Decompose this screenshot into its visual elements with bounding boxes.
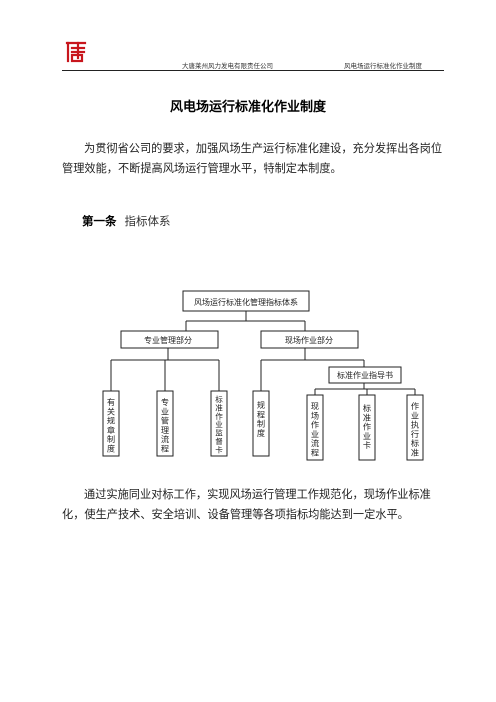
org-leaf-label: 标准作业监督卡 <box>215 394 223 454</box>
org-root-label: 风场运行标准化管理指标体系 <box>194 297 298 307</box>
article-number: 第一条 <box>82 214 117 228</box>
org-leaf-label: 规程制度 <box>257 400 265 438</box>
header-company: 大唐莱州风力发电有限责任公司 <box>182 62 273 70</box>
header-doc-name: 风电场运行标准化作业制度 <box>344 62 422 70</box>
org-sub-label: 标准作业指导书 <box>337 370 393 380</box>
header-divider <box>62 70 444 71</box>
conclusion-paragraph: 通过实施同业对标工作，实现风场运行管理工作规范化，现场作业标准化，使生产技术、安… <box>62 488 431 521</box>
org-leaf-label: 标准作业卡 <box>363 403 371 450</box>
intro-paragraph: 为贯彻省公司的要求，加强风场生产运行标准化建设，充分发挥出各岗位管理效能，不断提… <box>62 142 443 175</box>
org-leaf-label: 现场作业流程 <box>311 401 319 458</box>
document-title: 风电场运行标准化作业制度 <box>169 100 326 115</box>
datang-logo-icon <box>65 41 87 63</box>
article-heading: 第一条指标体系 <box>82 213 171 229</box>
org-branch-label: 现场作业部分 <box>285 335 333 345</box>
org-branch-label: 专业管理部分 <box>144 335 192 345</box>
org-leaf-label: 专业管理流程 <box>161 397 169 454</box>
org-leaf-label: 作业执行标准 <box>411 401 419 458</box>
org-leaf-label: 有关规章制度 <box>107 397 115 454</box>
article-name: 指标体系 <box>124 214 171 228</box>
